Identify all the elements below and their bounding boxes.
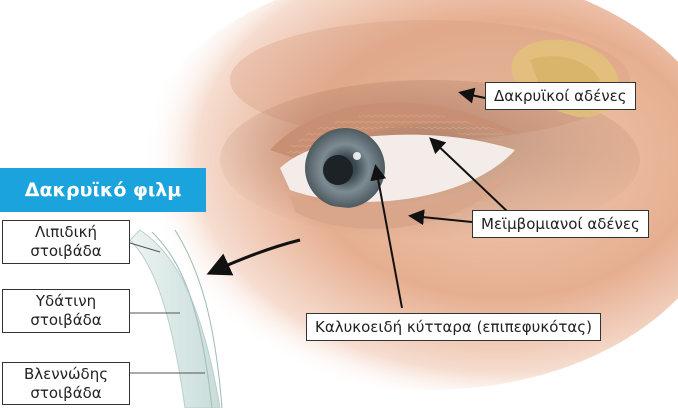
pupil (323, 155, 353, 185)
mucous-layer-label: Βλεννώδης στοιβάδα (2, 362, 130, 405)
aqueous-layer-label: Υδάτινη στοιβάδα (2, 289, 130, 333)
goblet-cells-label: Καλυκοειδή κύτταρα (επιπεφυκότας) (306, 313, 601, 341)
meibomian-glands-label: Μεϊμβομιανοί αδένες (472, 210, 649, 238)
lacrimal-glands-label: Δακρυϊκοί αδένες (485, 82, 636, 110)
tear-film-title: Δακρυϊκό φιλμ (0, 168, 206, 212)
lipid-layer-label: Λιπιδική στοιβάδα (2, 220, 130, 264)
